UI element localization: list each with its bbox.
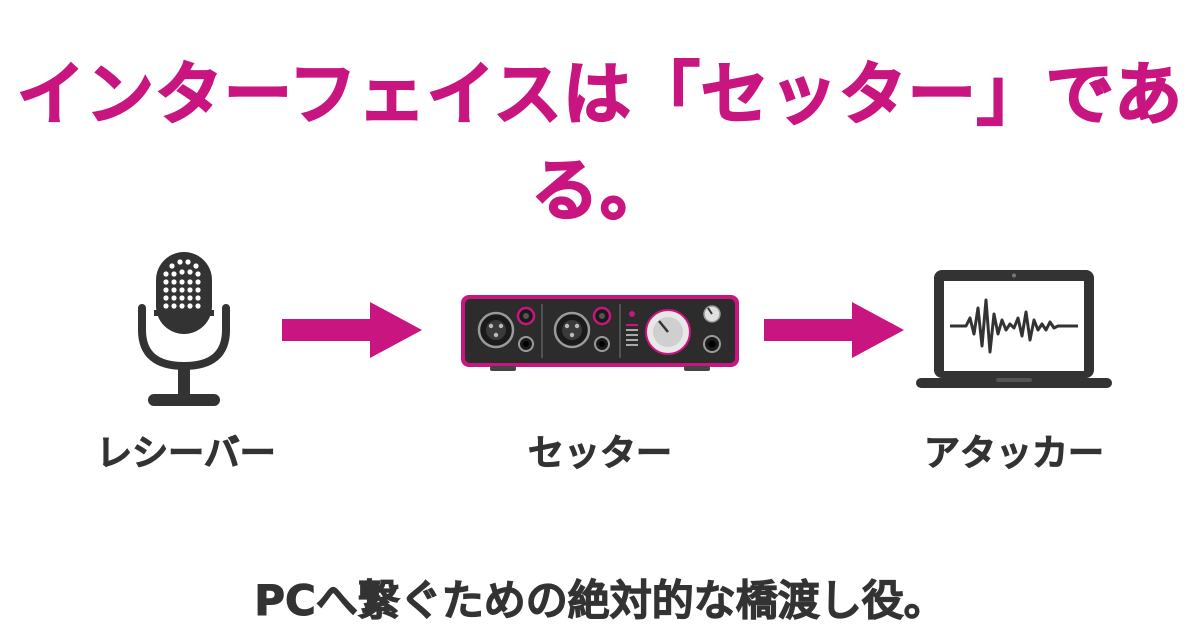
attacker-label: アタッカー — [923, 433, 1104, 475]
microphone-icon — [138, 252, 230, 406]
page-title: インターフェイスは「セッター」である。 — [16, 55, 1184, 232]
audio-interface-node — [460, 294, 740, 372]
arrow-right-2 — [764, 300, 904, 360]
laptop-node — [914, 268, 1114, 392]
arrow-right-icon — [764, 302, 904, 358]
microphone-node — [128, 248, 240, 413]
arrow-right-1 — [282, 300, 422, 360]
audio-interface-icon — [461, 295, 739, 371]
arrow-right-icon — [282, 302, 422, 358]
receiver-label: レシーバー — [96, 433, 277, 475]
subtitle: PCへ繋ぐための絶対的な橋渡し役。 — [254, 576, 947, 626]
setter-label: セッター — [527, 433, 672, 475]
laptop-waveform-icon — [916, 270, 1112, 388]
